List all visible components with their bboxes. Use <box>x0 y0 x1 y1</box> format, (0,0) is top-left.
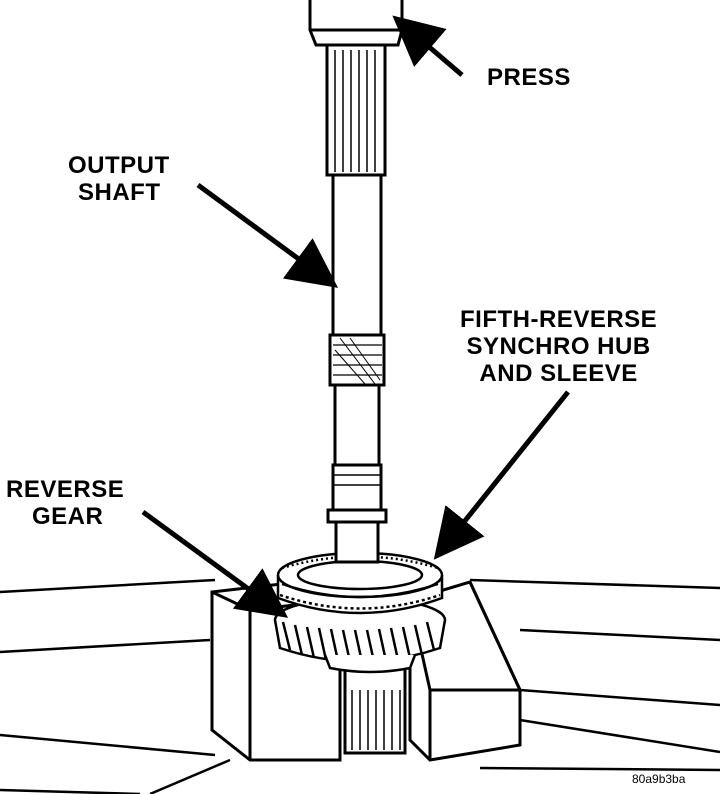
rails <box>0 578 720 794</box>
lower-splines <box>351 690 401 750</box>
press-label-text: PRESS <box>487 64 571 91</box>
reverse-gear-label: REVERSE GEAR <box>6 476 124 530</box>
reverse-gear-arrow <box>141 509 289 618</box>
output-shaft-label: OUTPUT SHAFT <box>68 152 170 206</box>
output-shaft-arrow <box>196 182 339 288</box>
synchro-label: FIFTH-REVERSE SYNCHRO HUB AND SLEEVE <box>460 306 657 387</box>
synchro-label-line1: FIFTH-REVERSE <box>460 306 658 333</box>
reverse-gear-label-line2: GEAR <box>32 503 104 530</box>
output-shaft-label-line1: OUTPUT <box>68 152 170 179</box>
synchro-label-line3: AND SLEEVE <box>479 360 638 387</box>
synchro-sleeve-shape <box>276 551 444 615</box>
press-ram-shape <box>308 0 404 47</box>
output-shaft-shape <box>325 43 388 564</box>
reverse-gear-label-line1: REVERSE <box>6 476 125 503</box>
leader-arrows <box>141 15 570 618</box>
synchro-label-line2: SYNCHRO HUB <box>466 333 651 360</box>
press-label: PRESS <box>487 64 571 91</box>
figure-code: 80a9b3ba <box>632 772 686 786</box>
synchro-arrow <box>433 390 570 560</box>
press-arrow <box>392 15 464 77</box>
output-shaft-label-line2: SHAFT <box>78 179 161 206</box>
